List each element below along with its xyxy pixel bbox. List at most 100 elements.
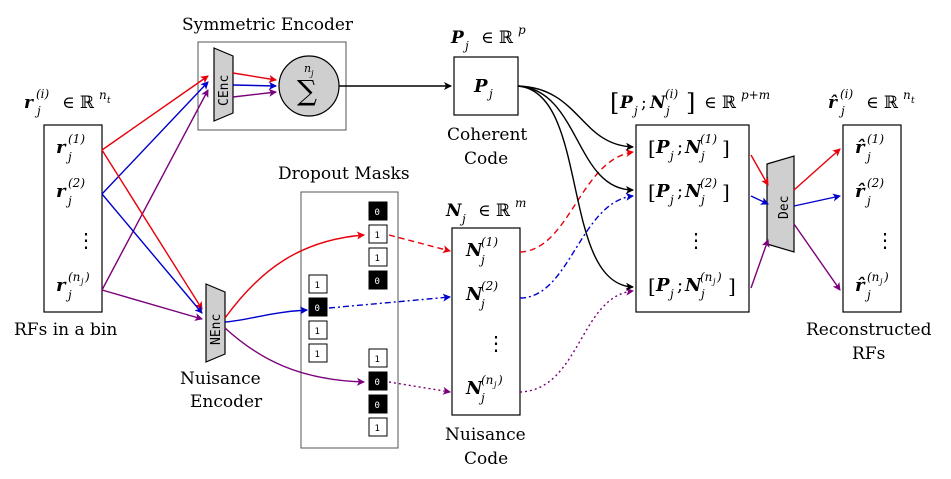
input-rf-sup: (n [68,270,80,284]
nuisance-code-dots: ⋮ [486,331,506,355]
nuisance-code-sup: (n [481,373,493,387]
nuisance-code-sup-end: ) [497,373,503,387]
edge-n2-concat [519,192,634,299]
edge-r1-cenc [101,75,209,151]
output-rf-row-3: ⋮ [875,228,895,252]
input-rf-sub: j [65,150,72,164]
edge-concat-dec-blue [750,195,769,205]
dropout-masks-box [300,191,399,449]
n-header-main: N [445,201,463,221]
mask-bit: 0 [375,401,380,411]
mask-cell [308,343,328,363]
edge-mask-n1 [388,234,451,254]
concat-bracket-left: [ [648,180,656,204]
edge-concat-dec-purple [750,239,770,289]
mask-cell [368,270,388,290]
output-rf-main: r̂ [855,275,866,296]
cenc-label: CEnc [217,75,232,106]
output-rf-sub: j [864,288,871,302]
p-header-main: P [450,28,465,48]
edge-mask-nn [388,381,451,395]
concat-n-sub: j [698,149,705,163]
dec-label: Dec [777,196,792,219]
edge-cenc-sum-blue [232,81,277,90]
nuisance-code-main: N [465,378,484,399]
edge-r2-cenc [101,81,209,195]
concat-n-sup-end: ) [716,270,722,284]
concat-n-sup-sub: j [711,277,716,286]
concat-p: P [655,181,670,202]
concat-semi: ; [677,181,683,202]
output-rf-sup-sub: j [878,277,883,286]
concat-header-rel: ∈ ℝ [704,93,737,113]
concat-p: P [655,275,670,296]
coherent-code-label-1: Coherent [447,125,527,145]
edge-nenc-mask-purple [224,327,365,386]
input-rf-sub: j [65,194,72,208]
concat-bracket-left: [ [648,274,656,298]
input-header-sub: j [34,104,41,118]
input-header-dim-sub: t [107,96,111,106]
concat-header-n-sup: (i) [665,87,679,101]
edge-dec-outn [793,223,841,291]
nuisance-code-sup: (1) [481,235,498,249]
reconstructed-label-1: Reconstructed [806,320,932,340]
input-rf-main: r [56,275,67,296]
concat-p-sub: j [667,193,674,207]
mask-cell [368,371,388,391]
sum-symbol: ∑ [297,74,317,107]
n-header-sub: j [459,212,466,226]
output-header-rel: ∈ ℝ [866,93,899,113]
nuisance-code-label-2: Code [464,449,508,469]
edge-dec-out2 [793,193,841,207]
concat-header-p: P [619,93,634,113]
concat-header-semi: ; [641,93,647,113]
concat-n-sup: (n [700,270,712,284]
input-rf-main: r [56,137,67,158]
input-header-main: r [24,93,34,113]
p-header-dim: p [518,23,526,37]
p-header-sub: j [462,39,469,53]
output-rfs-box [842,124,902,313]
concat-header-left: [ [610,89,619,117]
concat-header: [ P j ; N j (i) ] ∈ ℝ p+m [610,87,770,118]
sum-sup: n [304,62,311,75]
nuisance-code-row-1: Nj(1) [465,235,498,267]
mask-cell [308,274,328,294]
nuisance-code-sup: (2) [481,279,498,293]
concat-row-3: ⋮ [686,228,706,252]
nuisance-code-main: N [465,240,484,261]
sum-sup-sub: j [309,69,314,78]
mask-cell [368,224,388,244]
mask-bit: 1 [315,281,320,291]
cenc-block [213,47,234,122]
edge-cenc-sum-red [232,72,277,83]
output-rf-sup-end: ) [883,270,889,284]
mask-cell [308,320,328,340]
input-rf-sup: (2) [68,176,85,190]
edge-p-concat-n [517,85,634,291]
input-rf-sup-end: ) [84,270,90,284]
concat-header-n-sub: j [663,104,670,118]
mask-cell [368,417,388,437]
concat-bracket-right: ] [722,136,730,160]
dec-block [766,155,795,253]
concat-n: N [684,181,703,202]
symmetric-encoder-label: Symmetric Encoder [182,15,354,35]
edge-nenc-mask-blue [224,306,308,323]
edge-nn-concat [519,287,634,393]
input-rf-dots: ⋮ [76,228,96,252]
input-header-dim: n [99,88,107,102]
